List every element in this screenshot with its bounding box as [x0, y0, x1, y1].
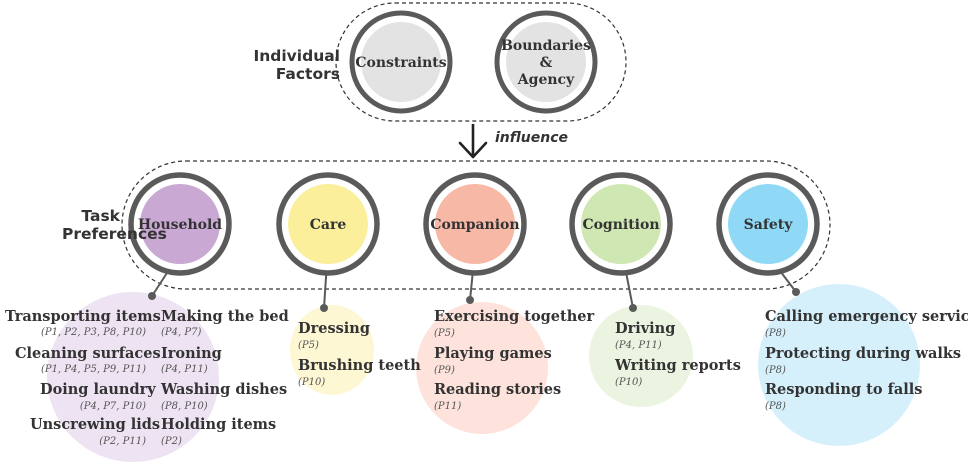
individual-factors-heading: Individual Factors: [253, 47, 340, 84]
category-node-companion: Companion: [423, 172, 527, 304]
category-fill: [140, 184, 220, 264]
companion-task-blob: [416, 302, 548, 434]
safety-task-blob: [758, 284, 920, 446]
task-refs: (P8): [765, 401, 786, 412]
influence-label: influence: [495, 130, 569, 146]
task-label: Holding items: [161, 416, 277, 433]
task-refs: (P8, P10): [161, 401, 208, 412]
category-node-care: Care: [276, 172, 380, 312]
task-refs: (P2, P11): [99, 436, 146, 447]
task-label: Responding to falls: [765, 381, 923, 398]
task-refs: (P2): [161, 436, 182, 447]
household-task-blob: [47, 292, 219, 462]
category-node-cognition: Cognition: [569, 172, 673, 312]
factor-node-constraints: Constraints: [349, 10, 453, 114]
connector-dot: [148, 292, 156, 300]
individual-factors-frame: [335, 2, 627, 122]
task-label: Calling emergency services: [765, 308, 968, 325]
task-refs: (P5): [434, 328, 455, 339]
framework-diagram: Constraints Boundaries&Agency Household C…: [121, 2, 831, 312]
task-label: Washing dishes: [161, 381, 288, 398]
task-label: Transporting items: [5, 308, 161, 325]
category-label: Companion: [430, 217, 519, 233]
factor-fill: [361, 22, 441, 102]
task-refs: (P4, P7, P10): [79, 401, 146, 412]
category-fill: [288, 184, 368, 264]
care-task-blob: [290, 305, 374, 395]
task-refs: (P10): [298, 377, 326, 388]
factor-label-constraints: Constraints: [355, 55, 446, 71]
task-label: Unscrewing lids: [30, 416, 161, 433]
category-label: Cognition: [582, 217, 659, 233]
task-label: Doing laundry: [40, 381, 156, 398]
task-refs: (P1, P4, P5, P9, P11): [40, 364, 146, 375]
task-refs: (P4, P7): [161, 327, 202, 338]
connector-dot: [792, 288, 800, 296]
category-label: Household: [138, 217, 222, 233]
task-label: Writing reports: [615, 357, 741, 374]
task-label: Exercising together: [434, 308, 595, 325]
task-refs: (P4, P11): [161, 364, 208, 375]
cognition-task-blob: [589, 305, 693, 407]
task-refs: (P9): [434, 365, 455, 376]
task-label: Reading stories: [434, 381, 562, 398]
category-fill: [435, 184, 515, 264]
task-label: Protecting during walks: [765, 345, 962, 362]
category-node-safety: Safety: [716, 172, 820, 296]
category-fill: [728, 184, 808, 264]
task-label: Cleaning surfaces: [15, 345, 161, 362]
factor-node-boundaries-agency: Boundaries&Agency: [494, 10, 598, 114]
task-refs: (P8): [765, 328, 786, 339]
task-label: Driving: [615, 320, 676, 337]
task-refs: (P8): [765, 365, 786, 376]
task-refs: (P1, P2, P3, P8, P10): [40, 327, 146, 338]
task-refs: (P11): [434, 401, 462, 412]
connector-dot: [320, 304, 328, 312]
connector-dot: [466, 296, 474, 304]
task-label: Making the bed: [161, 308, 289, 325]
task-refs: (P4, P11): [615, 340, 662, 351]
task-preferences-heading: Task Preferences: [62, 207, 167, 244]
task-preferences-frame: [121, 160, 831, 290]
category-node-household: Household: [128, 172, 232, 300]
task-label: Brushing teeth: [298, 357, 421, 374]
factor-fill: [506, 22, 586, 102]
factor-label-boundaries-agency: Boundaries&Agency: [501, 38, 591, 88]
category-fill: [581, 184, 661, 264]
task-label: Dressing: [298, 320, 370, 337]
connector-dot: [629, 304, 637, 312]
category-label: Care: [310, 217, 347, 233]
task-refs: (P10): [615, 377, 643, 388]
category-label: Safety: [744, 217, 794, 233]
task-label: Playing games: [434, 345, 552, 362]
task-label: Ironing: [161, 345, 222, 362]
influence-arrow: [458, 124, 488, 159]
task-refs: (P5): [298, 340, 319, 351]
